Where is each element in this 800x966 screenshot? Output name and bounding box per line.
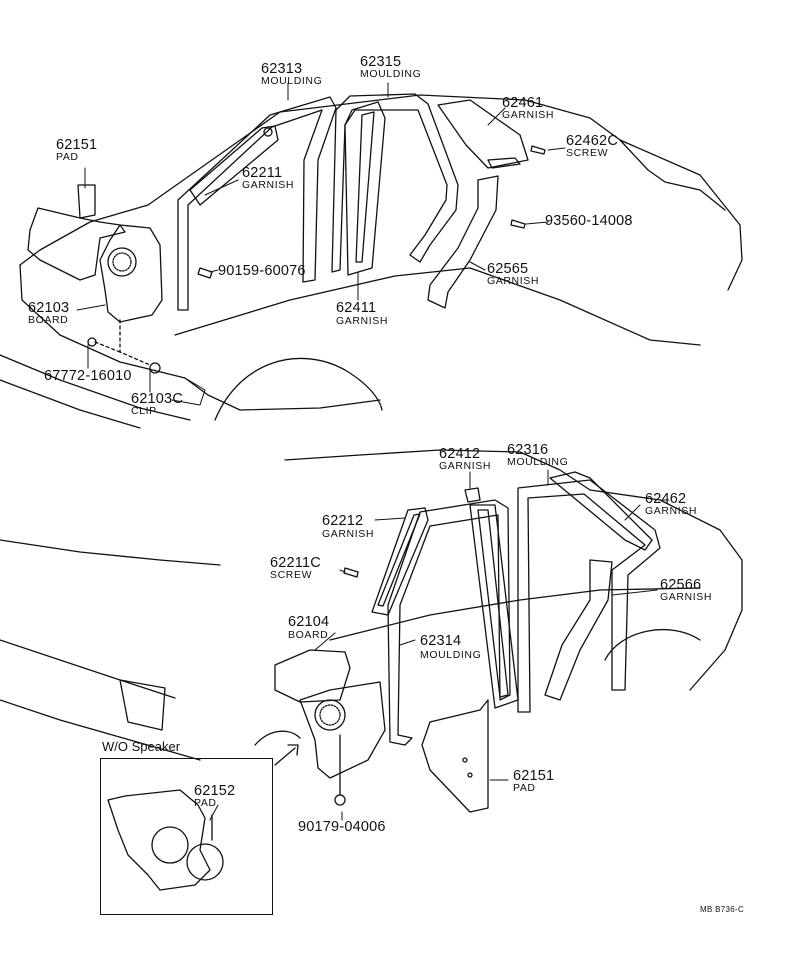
part-62565-garnish-upper	[427, 175, 499, 309]
part-desc-label: SCREW	[270, 569, 313, 581]
part-number-label: 90179-04006	[298, 819, 386, 835]
part-62411-garnish-upper	[344, 101, 386, 276]
part-desc-label: BOARD	[28, 314, 69, 326]
part-desc-label: PAD	[56, 151, 79, 163]
part-desc-label: GARNISH	[336, 315, 389, 327]
part-number-label: 62103	[28, 300, 70, 316]
part-62211-garnish-upper	[189, 125, 279, 206]
part-62315-moulding-upper	[331, 93, 459, 273]
part-number-label: 62212	[322, 513, 364, 529]
part-desc-label: GARNISH	[242, 179, 295, 191]
part-desc-label: BOARD	[288, 629, 329, 641]
part-62212-garnish-lower	[371, 507, 429, 616]
part-desc-label: GARNISH	[439, 460, 492, 472]
part-desc-label: GARNISH	[322, 528, 375, 540]
fasteners-upper	[87, 145, 546, 374]
part-number-label: 93560-14008	[545, 213, 633, 229]
part-number-label: 62565	[487, 261, 529, 277]
part-number-label: 62151	[56, 137, 98, 153]
part-62104-board-lower	[274, 649, 386, 806]
part-desc-label: GARNISH	[660, 591, 713, 603]
part-62314-moulding-lower	[387, 499, 511, 746]
part-number-label: 62462C	[566, 133, 618, 149]
part-desc-label: GARNISH	[645, 505, 698, 517]
leader-lines	[76, 82, 658, 821]
part-desc-label: PAD	[194, 797, 217, 809]
part-62151-pad-lower	[421, 699, 489, 813]
part-desc-label: CLIP	[131, 405, 157, 417]
part-desc-label: MOULDING	[360, 68, 422, 80]
fastener-62211c	[343, 567, 359, 578]
part-number-label: 62313	[261, 61, 303, 77]
part-number-label: 62104	[288, 614, 330, 630]
part-number-label: 62211C	[270, 555, 321, 571]
part-desc-label: GARNISH	[487, 275, 540, 287]
part-desc-label: SCREW	[566, 147, 609, 159]
inset-title: W/O Speaker	[102, 739, 181, 754]
part-number-label: 62566	[660, 577, 702, 593]
part-62316-moulding-lower	[517, 479, 661, 713]
part-62313-moulding-upper	[177, 96, 337, 311]
upper-car-body	[0, 94, 743, 429]
part-number-label: 62412	[439, 446, 481, 462]
part-62566-garnish-lower	[544, 559, 613, 701]
part-desc-label: MOULDING	[507, 456, 569, 468]
part-desc-label: GARNISH	[502, 109, 555, 121]
part-number-label: 62211	[242, 165, 283, 181]
part-desc-label: MOULDING	[420, 649, 482, 661]
part-number-label: 62316	[507, 442, 549, 458]
inset-arrow	[274, 744, 299, 766]
inset-box	[100, 758, 273, 915]
part-desc-label: MOULDING	[261, 75, 323, 87]
part-number-label: 62411	[336, 300, 377, 316]
part-62462-garnish-lower	[549, 471, 653, 551]
lower-car-body	[0, 449, 743, 761]
part-number-label: 62462	[645, 491, 687, 507]
part-number-label: 62314	[420, 633, 462, 649]
part-62461-garnish-upper	[437, 99, 529, 169]
part-number-label: 90159-60076	[218, 263, 306, 279]
part-number-label: 62103C	[131, 391, 183, 407]
part-number-label: 62151	[513, 768, 555, 784]
part-number-label: 62461	[502, 95, 544, 111]
part-number-label: 62152	[194, 783, 236, 799]
part-number-label: 62315	[360, 54, 402, 70]
part-desc-label: PAD	[513, 782, 536, 794]
part-62152-pad-inset	[107, 789, 224, 891]
figure-code: MB B736-C	[700, 905, 745, 914]
part-number-label: 67772-16010	[44, 368, 132, 384]
